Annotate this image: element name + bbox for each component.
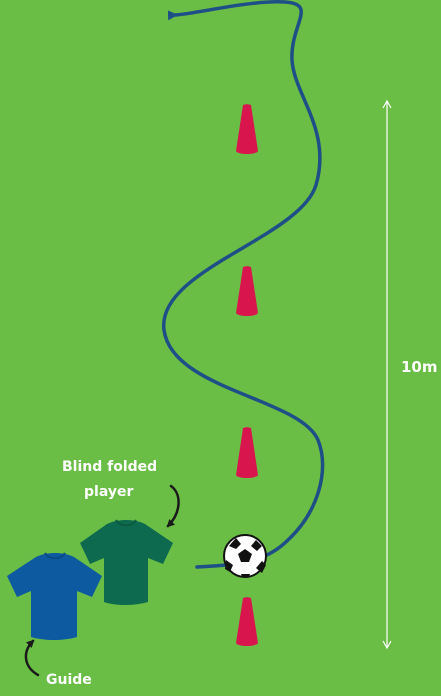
- blindfolded-pointer-arrow: [168, 486, 179, 526]
- cone-icon: [236, 104, 258, 154]
- cone-icon: [236, 427, 258, 478]
- blindfolded-player-label: Blind folded: [62, 458, 157, 476]
- distance-measure-line: [383, 101, 391, 648]
- cone-icon: [236, 597, 258, 646]
- cone-icon: [236, 266, 258, 316]
- soccer-ball-icon: [224, 535, 266, 577]
- guide-label: Guide: [46, 671, 92, 689]
- shirt-icon: [7, 553, 102, 640]
- distance-label: 10m: [401, 358, 438, 376]
- blindfolded-player-label-line2: player: [84, 483, 133, 501]
- guide-pointer-arrow: [26, 641, 38, 675]
